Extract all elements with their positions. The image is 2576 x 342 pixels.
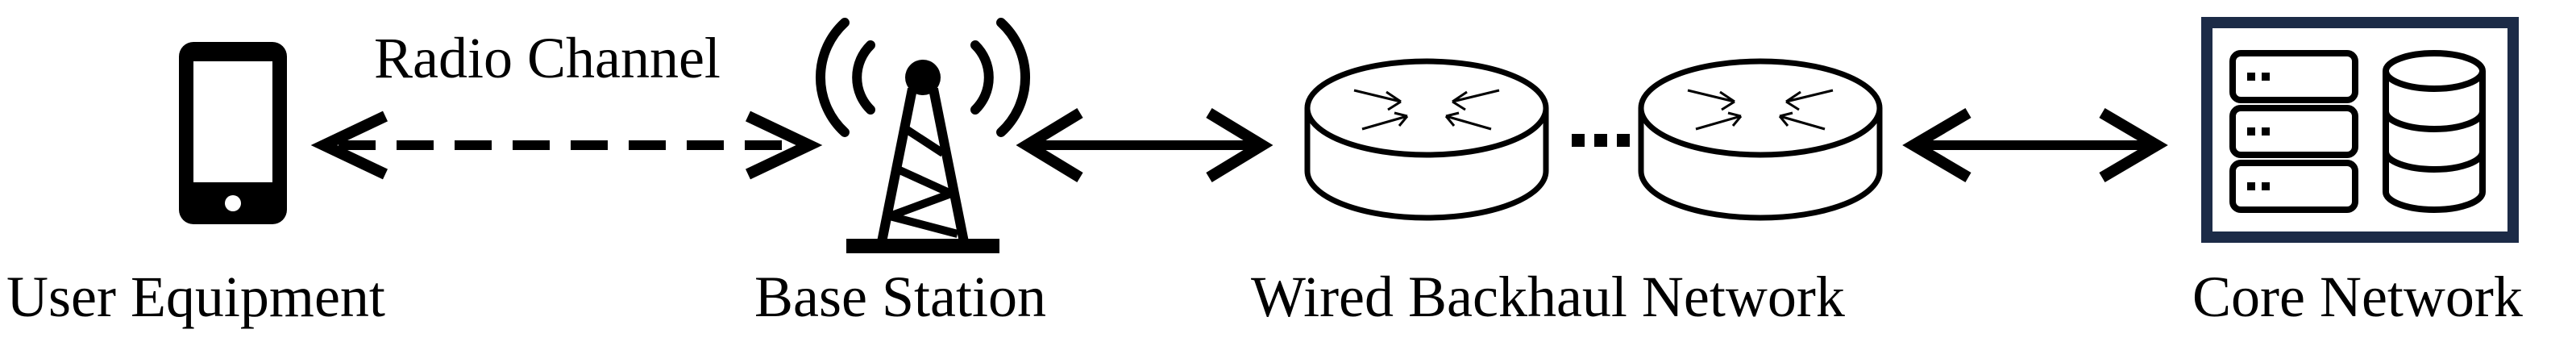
database-icon [2383,50,2486,213]
backhaul-link-arrow [1016,108,1273,182]
radio-channel-label: Radio Channel [374,26,721,90]
router-icon [1304,58,1549,221]
router-icon [1638,58,1883,221]
user-equipment-label: User Equipment [6,265,385,329]
server-icon [2229,50,2358,213]
cell-tower-icon [815,18,1031,253]
smartphone-icon [179,42,287,224]
backhaul-network-label: Wired Backhaul Network [1251,265,1845,329]
ellipsis [1572,134,1630,147]
core-network-label: Core Network [2192,265,2523,329]
base-station-label: Base Station [754,265,1046,329]
core-link-arrow [1902,107,2168,183]
radio-link-arrow [310,111,823,180]
